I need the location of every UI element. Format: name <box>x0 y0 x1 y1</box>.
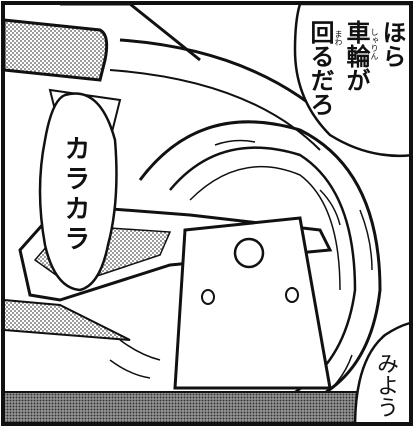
bubble-right-column-3: 回るだろ <box>306 20 334 116</box>
sound-effect-karakara: カラカラ <box>60 135 90 255</box>
ground-tone <box>4 392 364 423</box>
motion-line <box>329 354 353 391</box>
stand-plate <box>173 216 332 390</box>
lower-part <box>4 298 131 341</box>
bubble-bottom-text: みよう <box>373 352 398 418</box>
motion-line <box>319 189 341 226</box>
ruby-mawa: まわ <box>334 30 343 46</box>
bike-part-top <box>4 18 109 82</box>
stand-hole-large <box>233 237 265 269</box>
motion-line <box>119 339 161 361</box>
motion-line <box>359 209 373 271</box>
motion-line <box>214 139 256 146</box>
motion-line <box>109 359 151 379</box>
stand-hole-left <box>201 289 215 305</box>
tire-inner <box>169 146 357 397</box>
tire-outer <box>138 120 382 407</box>
bubble-right-column-1: ほら <box>378 20 406 68</box>
fender-line-2 <box>109 69 321 151</box>
frame-line <box>60 4 201 62</box>
ruby-sharin: しゃりん <box>370 28 379 60</box>
bubble-right-column-2: 車輪が <box>342 20 370 92</box>
speech-bubble-left-shape <box>38 92 118 292</box>
speech-bubble-right-shape <box>293 4 410 158</box>
tire-rim <box>189 165 341 291</box>
stand-hole-right <box>285 287 299 303</box>
